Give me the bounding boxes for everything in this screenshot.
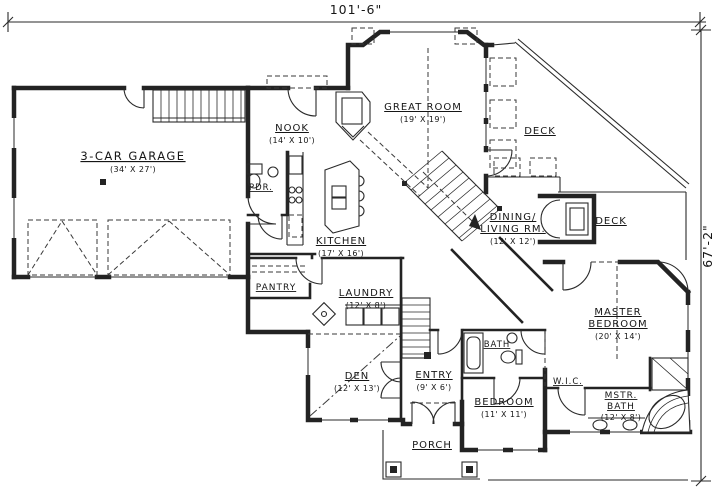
garage-post xyxy=(100,179,106,185)
overhead-dashed-lines xyxy=(252,48,620,417)
powder-room-fixtures xyxy=(246,163,279,189)
label-dining: DINING/ xyxy=(490,212,537,223)
label-pantry: PANTRY xyxy=(256,283,296,293)
label-great-room: GREAT ROOM xyxy=(384,102,462,113)
room-labels: 3-CAR GARAGE (34' X 27') NOOK (14' X 10'… xyxy=(80,102,647,451)
fireplace xyxy=(335,91,371,141)
kitchen-counter xyxy=(286,152,304,246)
label-master-bath: MSTR. xyxy=(605,391,638,401)
label-master-bath-dims: (12' X 8') xyxy=(601,413,641,422)
label-porch: PORCH xyxy=(412,440,452,451)
porch xyxy=(382,402,688,481)
label-width-dimension: 101'-6" xyxy=(330,2,383,17)
label-laundry: LAUNDRY xyxy=(339,288,394,299)
kitchen-island xyxy=(324,160,365,234)
basement-stairs xyxy=(401,297,431,359)
label-master-bedroom-dims: (20' X 14') xyxy=(595,332,641,341)
bath-fixtures xyxy=(463,332,523,374)
laundry-fixtures xyxy=(311,301,400,327)
label-garage-dims: (34' X 27') xyxy=(110,165,156,174)
deck-upper xyxy=(351,27,690,192)
dimension-labels: 101'-6" 67'-2" xyxy=(330,2,715,268)
dimension-lines xyxy=(2,12,711,487)
label-master-bath-2: BATH xyxy=(607,402,635,412)
label-garage: 3-CAR GARAGE xyxy=(80,149,185,163)
label-dining-2: LIVING RM. xyxy=(480,224,545,235)
label-nook-dims: (14' X 10') xyxy=(269,136,315,145)
label-dining-dims: (12' X 12') xyxy=(490,237,536,246)
label-powder-room: PDR. xyxy=(249,183,273,193)
label-kitchen: KITCHEN xyxy=(316,236,366,247)
garage-stairs xyxy=(152,89,246,123)
label-deck-upper: DECK xyxy=(524,126,556,137)
garage-walls xyxy=(11,85,251,280)
label-master-bedroom-2: BEDROOM xyxy=(588,319,647,330)
label-deck-right: DECK xyxy=(595,216,627,227)
label-entry: ENTRY xyxy=(415,370,452,381)
label-bedroom-dims: (11' X 11') xyxy=(481,410,527,419)
master-bath-fixtures xyxy=(588,357,691,433)
label-den: DEN xyxy=(345,371,370,382)
label-bedroom: BEDROOM xyxy=(474,397,533,408)
label-height-dimension: 67'-2" xyxy=(700,224,715,268)
label-great-room-dims: (19' X 19') xyxy=(400,115,446,124)
main-stairs-diagonal xyxy=(402,150,502,242)
label-nook: NOOK xyxy=(275,123,309,134)
deck-right xyxy=(558,191,687,260)
label-bath: BATH xyxy=(484,340,511,350)
label-entry-dims: (9' X 6') xyxy=(417,383,452,392)
label-master-bedroom: MASTER xyxy=(594,307,641,318)
label-den-dims: (12' X 13') xyxy=(334,384,380,393)
label-laundry-dims: (12' X 8') xyxy=(346,301,386,310)
garage-door-swings xyxy=(27,219,231,276)
label-kitchen-dims: (17' X 16') xyxy=(318,249,364,258)
label-wic: W.I.C. xyxy=(553,377,583,387)
